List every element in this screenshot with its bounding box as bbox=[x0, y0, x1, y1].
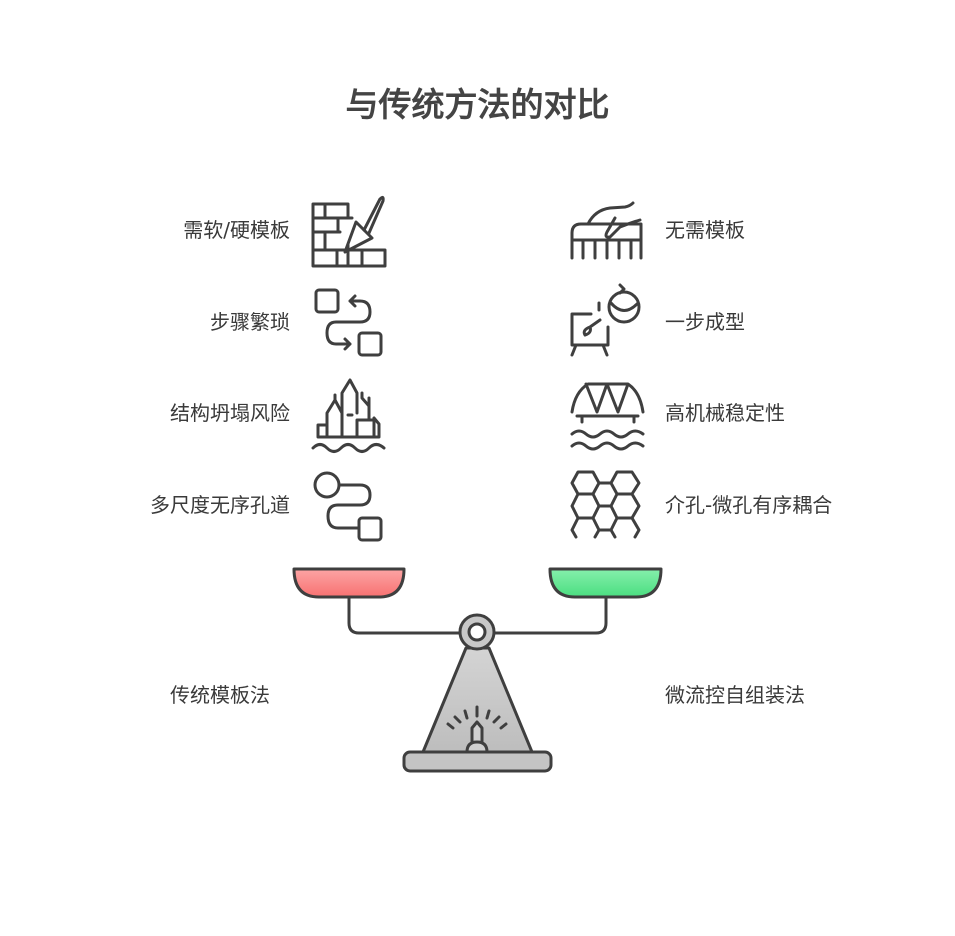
right-item-2: 一步成型 bbox=[665, 310, 745, 334]
right-item-4: 介孔-微孔有序耦合 bbox=[665, 493, 833, 517]
left-item-4: 多尺度无序孔道 bbox=[150, 493, 290, 517]
hexagon-grid-icon bbox=[570, 470, 641, 539]
hand-on-surface-icon bbox=[570, 201, 643, 260]
bridge-stability-icon bbox=[570, 382, 645, 451]
page-title: 与传统方法的对比 bbox=[345, 85, 610, 124]
left-item-2: 步骤繁琐 bbox=[210, 310, 290, 334]
balance-scale bbox=[292, 567, 663, 773]
castle-collapse-icon bbox=[311, 378, 386, 453]
right-item-1: 无需模板 bbox=[665, 218, 745, 242]
right-item-3: 高机械稳定性 bbox=[665, 401, 785, 425]
gauge-icon bbox=[465, 720, 489, 754]
left-pan bbox=[292, 567, 406, 599]
scale-base bbox=[402, 750, 553, 773]
left-item-1: 需软/硬模板 bbox=[183, 218, 290, 242]
right-method-label: 微流控自组装法 bbox=[665, 683, 805, 707]
steps-workflow-icon bbox=[314, 288, 383, 357]
right-pan bbox=[548, 567, 663, 599]
left-item-3: 结构坍塌风险 bbox=[170, 401, 290, 425]
brick-wall-trowel-icon bbox=[311, 195, 387, 268]
easel-paint-rotate-icon bbox=[570, 283, 641, 357]
scattered-path-icon bbox=[313, 471, 383, 542]
left-method-label: 传统模板法 bbox=[170, 683, 270, 707]
